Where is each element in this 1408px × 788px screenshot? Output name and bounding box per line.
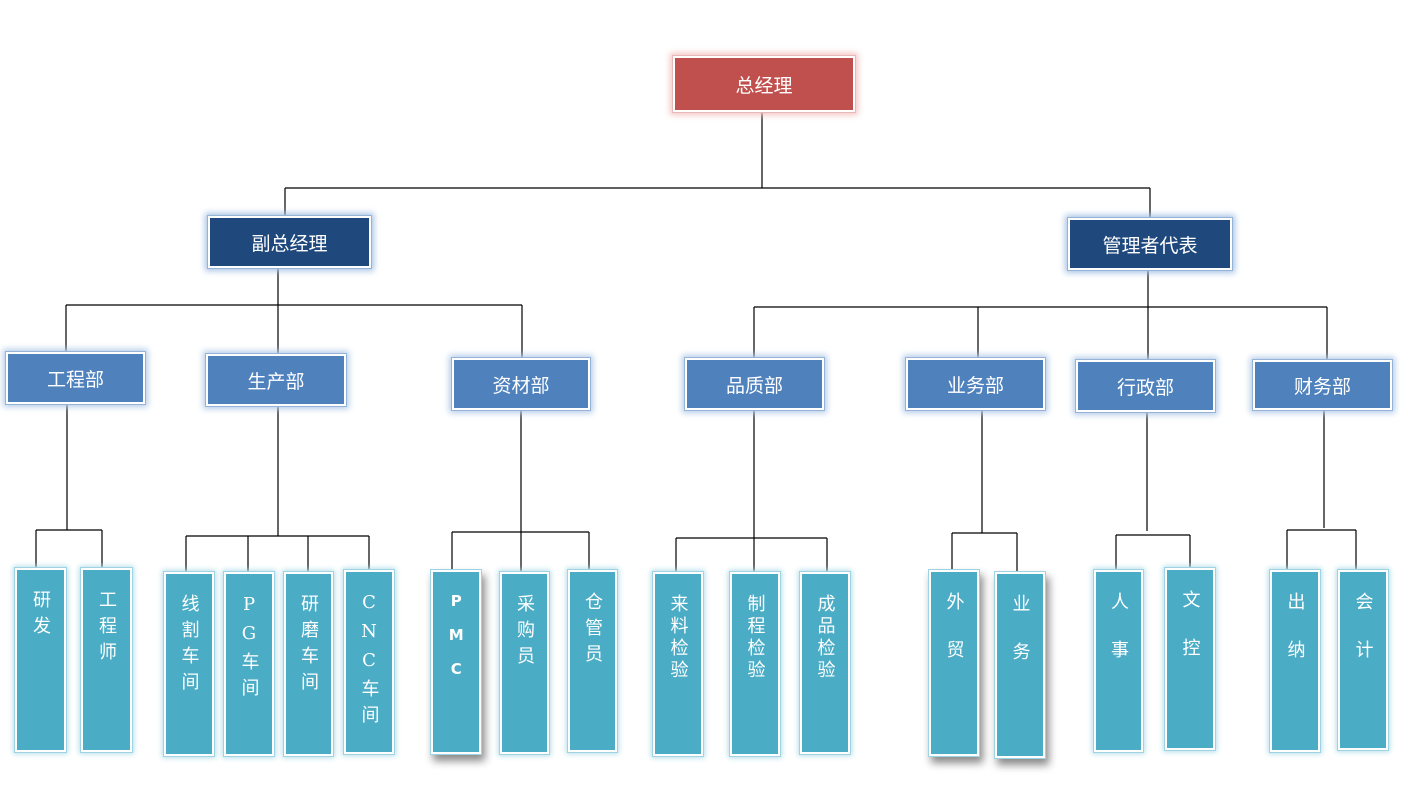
finance-dept-label: 财务部 <box>1293 375 1351 398</box>
unit-final-inspection: 成品检验 <box>800 572 850 754</box>
business-dept-node: 业务部 <box>906 358 1045 410</box>
management-rep-label: 管理者代表 <box>1102 234 1198 257</box>
engineering-dept-label: 工程部 <box>46 368 104 391</box>
unit-rnd: 研发 <box>15 568 66 752</box>
admin-dept-node: 行政部 <box>1076 360 1215 412</box>
unit-incoming-inspection: 来料检验 <box>653 572 703 756</box>
deputy-gm-node: 副总经理 <box>208 216 371 268</box>
quality-dept-node: 品质部 <box>685 358 824 410</box>
unit-accountant: 会计 <box>1338 570 1388 750</box>
engineering-dept-node: 工程部 <box>6 352 145 404</box>
admin-dept-label: 行政部 <box>1116 376 1174 399</box>
unit-label: 仓管员 <box>582 592 603 670</box>
unit-engineer: 工程师 <box>81 568 132 752</box>
unit-label: CNC车间 <box>358 592 380 731</box>
unit-label: 研磨车间 <box>298 594 319 698</box>
unit-hr: 人事 <box>1094 570 1143 752</box>
unit-process-inspection: 制程检验 <box>730 572 780 756</box>
ceo-node: 总经理 <box>673 56 855 112</box>
unit-label: PMC <box>447 592 466 694</box>
materials-dept-node: 资材部 <box>452 358 590 410</box>
unit-label: 研发 <box>30 590 51 642</box>
unit-warehouse-keeper: 仓管员 <box>568 570 617 752</box>
unit-cashier: 出纳 <box>1270 570 1320 752</box>
unit-label: 线割车间 <box>178 594 200 698</box>
unit-label: 出纳 <box>1284 592 1306 688</box>
unit-label: 会计 <box>1352 592 1374 688</box>
quality-dept-label: 品质部 <box>725 374 783 397</box>
unit-label: 外贸 <box>943 592 965 688</box>
production-dept-label: 生产部 <box>247 370 305 393</box>
unit-pmc: PMC <box>431 570 481 754</box>
unit-label: PG车间 <box>238 594 260 704</box>
management-rep-node: 管理者代表 <box>1068 218 1232 270</box>
unit-purchaser: 采购员 <box>500 572 549 754</box>
unit-grinding: 研磨车间 <box>284 572 333 756</box>
materials-dept-label: 资材部 <box>492 374 550 397</box>
deputy-gm-label: 副总经理 <box>251 232 328 255</box>
ceo-label: 总经理 <box>735 74 793 97</box>
unit-label: 成品检验 <box>814 594 836 682</box>
unit-label: 制程检验 <box>744 594 766 682</box>
unit-sales: 业务 <box>995 572 1045 758</box>
unit-foreign-trade: 外贸 <box>929 570 979 756</box>
production-dept-node: 生产部 <box>206 354 346 406</box>
unit-label: 文控 <box>1179 590 1201 686</box>
unit-wire-cutting: 线割车间 <box>164 572 214 756</box>
business-dept-label: 业务部 <box>946 374 1004 397</box>
unit-label: 采购员 <box>514 594 535 672</box>
unit-pg-workshop: PG车间 <box>224 572 274 756</box>
finance-dept-node: 财务部 <box>1253 360 1392 410</box>
unit-label: 工程师 <box>96 590 117 668</box>
unit-cnc: CNC车间 <box>344 570 394 754</box>
unit-label: 人事 <box>1108 592 1129 688</box>
unit-label: 业务 <box>1009 594 1031 690</box>
unit-label: 来料检验 <box>667 594 689 682</box>
unit-doc-control: 文控 <box>1165 568 1215 750</box>
